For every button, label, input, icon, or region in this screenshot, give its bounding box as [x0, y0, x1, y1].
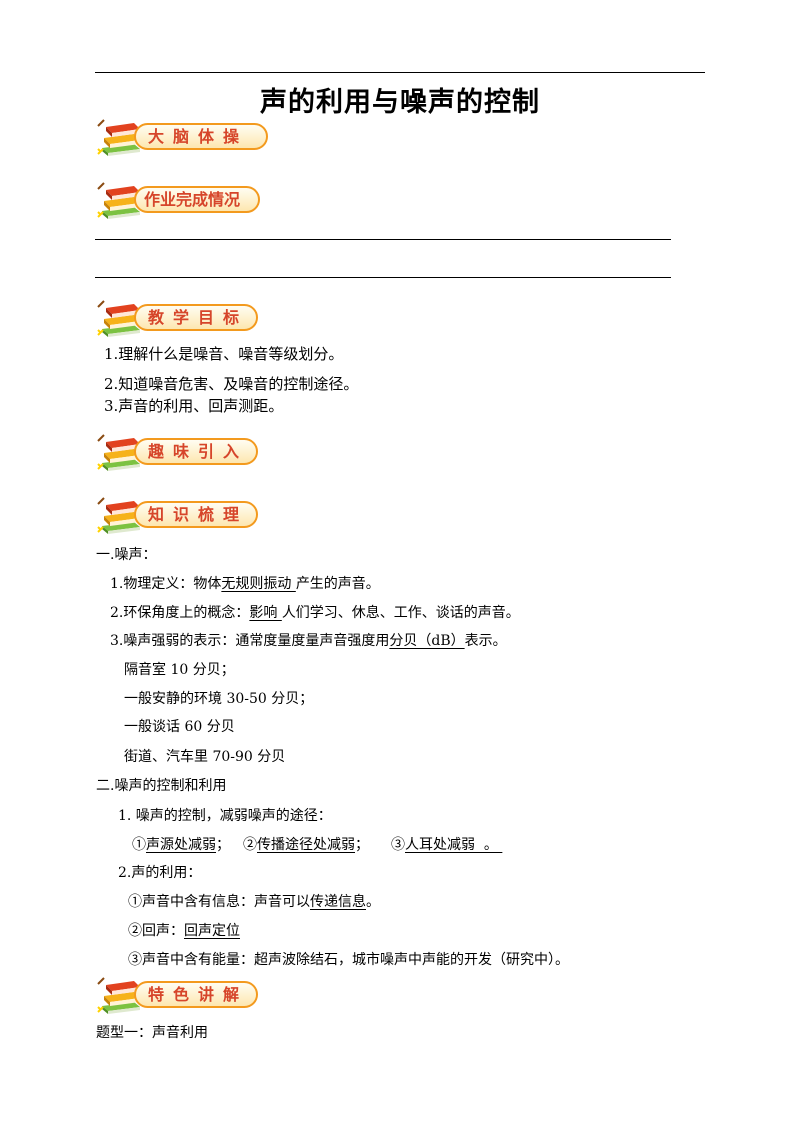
use-energy: ③声音中含有能量：超声波除结石，城市噪声中声能的开发（研究中）。 [128, 952, 569, 968]
noise-env-concept: 2.环保角度上的概念：影响 人们学习、休息、工作、谈话的声音。 [110, 605, 520, 621]
goal-item: 1.理解什么是噪音、噪音等级划分。 [104, 345, 344, 363]
answer-line [95, 239, 671, 240]
answer-underline: 传递信息 [310, 894, 366, 910]
answer-underline: 无规则振动 [221, 576, 296, 592]
noise-level: 隔音室 10 分贝； [124, 662, 235, 678]
control-intro: 1. 噪声的控制，减弱噪声的途径： [118, 808, 332, 824]
control-way-2: ②传播途径处减弱； [243, 837, 369, 853]
noise-measure: 3.噪声强弱的表示：通常度量度量声音强度用分贝（dB）表示。 [110, 633, 507, 649]
goal-item: 2.知道噪音危害、及噪音的控制途径。 [104, 375, 359, 393]
answer-underline: 影响 [249, 605, 282, 621]
page-title: 声的利用与噪声的控制 [260, 87, 540, 118]
noise-level: 一般安静的环境 30-50 分贝； [124, 691, 314, 707]
section-label: 特色讲解 [134, 981, 258, 1008]
answer-underline: 回声定位 [184, 923, 240, 939]
top-rule [95, 72, 705, 73]
control-way-3: ③人耳处减弱 。 [391, 837, 503, 853]
noise-level: 街道、汽车里 70-90 分贝 [124, 749, 286, 765]
answer-underline: 传播途径处减弱 [257, 837, 355, 853]
heading-control: 二.噪声的控制和利用 [96, 778, 227, 794]
control-way-1: ①声源处减弱； [132, 837, 230, 853]
section-label: 知识梳理 [134, 501, 258, 528]
section-label: 作业完成情况 [134, 186, 260, 213]
question-type: 题型一：声音利用 [96, 1025, 208, 1041]
section-label: 教学目标 [134, 304, 258, 331]
section-label: 趣味引入 [134, 438, 258, 465]
goal-item: 3.声音的利用、回声测距。 [104, 397, 284, 415]
answer-line [95, 277, 671, 278]
use-intro: 2.声的利用： [118, 865, 202, 881]
use-echo: ②回声：回声定位 [128, 923, 240, 939]
answer-underline: 人耳处减弱 。 [405, 837, 503, 853]
heading-noise: 一.噪声： [96, 547, 157, 563]
noise-definition: 1.物理定义：物体无规则振动 产生的声音。 [110, 576, 380, 592]
answer-underline: 声源处减弱 [146, 837, 216, 853]
noise-level: 一般谈话 60 分贝 [124, 719, 235, 735]
section-label: 大脑体操 [134, 123, 268, 150]
answer-underline: 分贝（dB） [389, 633, 465, 649]
use-info: ①声音中含有信息：声音可以传递信息。 [128, 894, 380, 910]
